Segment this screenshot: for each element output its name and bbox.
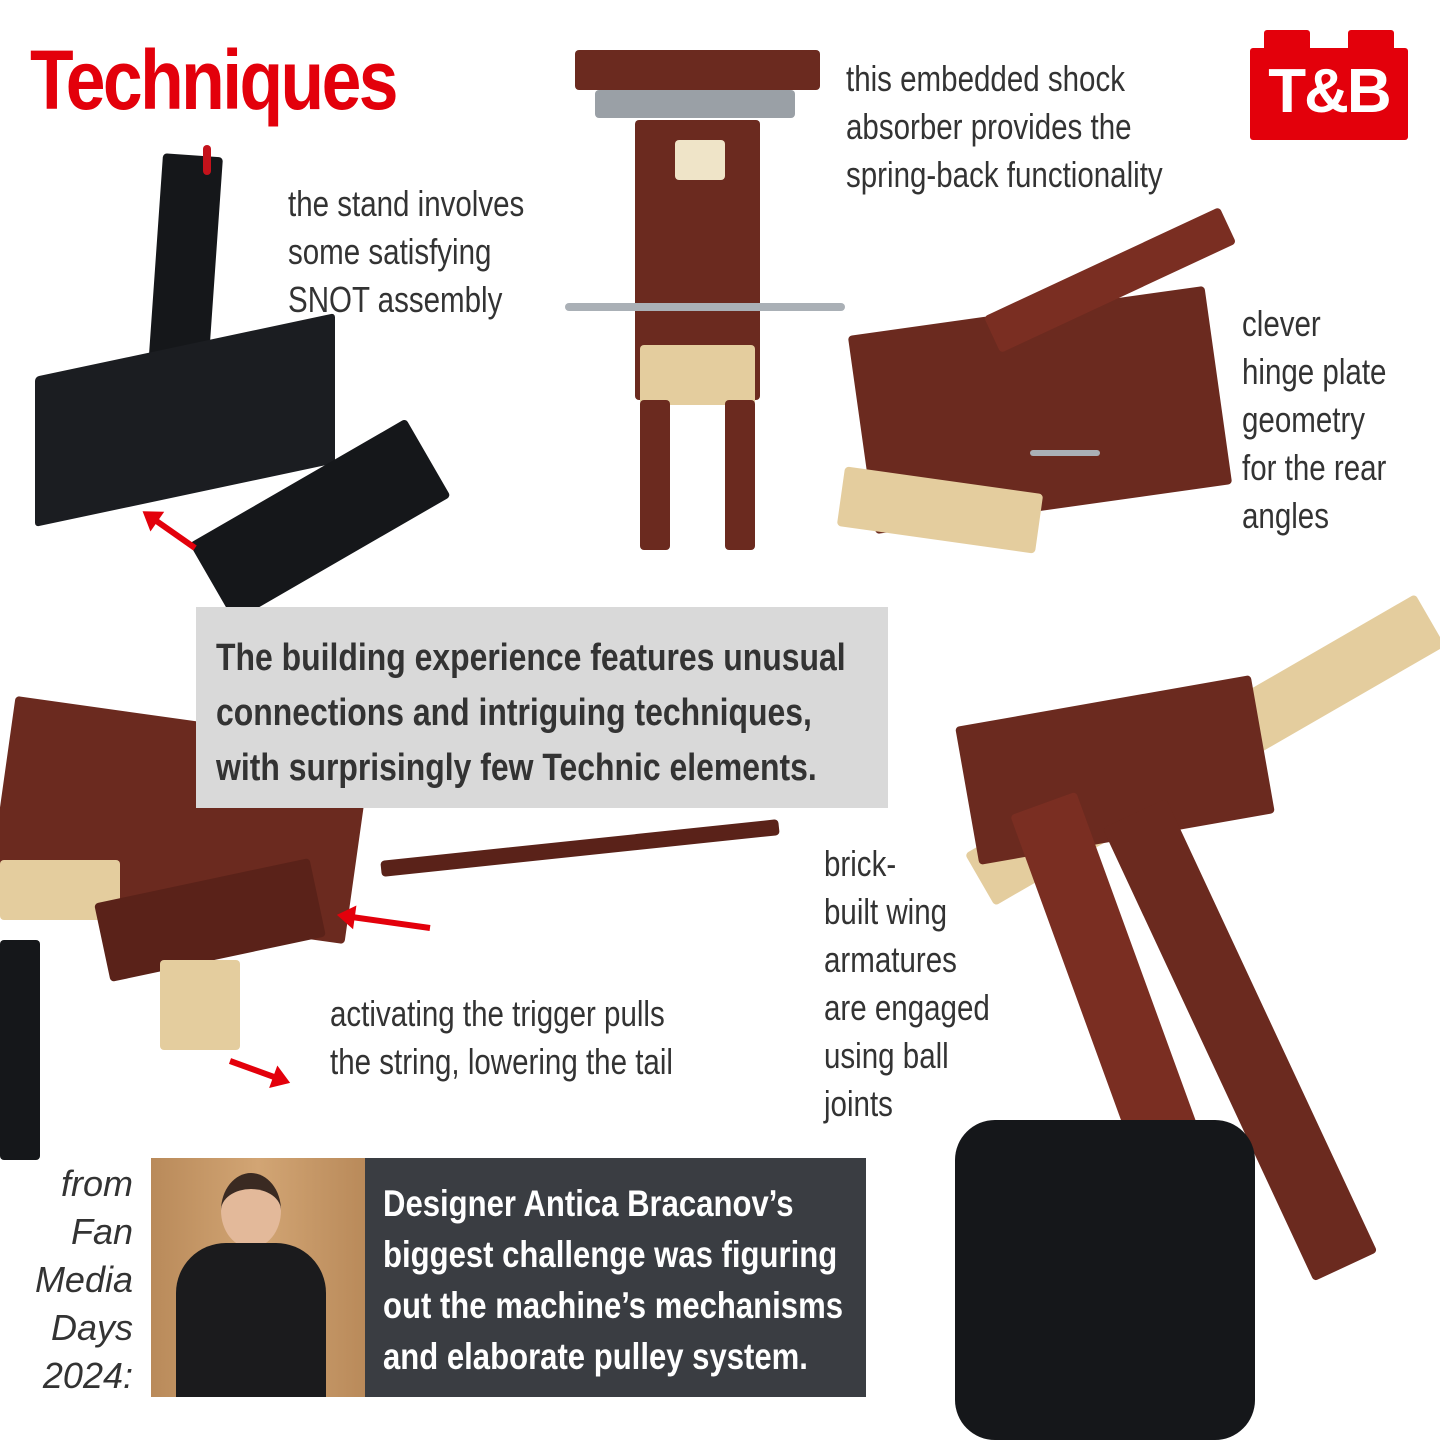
- quote-line: and elaborate pulley system.: [383, 1336, 808, 1377]
- summary-line: connections and intriguing techniques,: [216, 692, 812, 734]
- summary-line: The building experience features unusual: [216, 637, 846, 679]
- stand-caption: the stand involves some satisfying SNOT …: [288, 183, 525, 320]
- shock-caption: this embedded shock absorber provides th…: [846, 58, 1163, 195]
- stand-photo: [35, 145, 451, 622]
- page-title: Techniques: [30, 33, 398, 127]
- quote-line: biggest challenge was figuring: [383, 1234, 838, 1275]
- summary-box: The building experience features unusual…: [196, 607, 888, 808]
- wing-armature-photo: [885, 540, 1440, 1440]
- trigger-caption: activating the trigger pulls the string,…: [330, 993, 673, 1082]
- shock-absorber-photo: [565, 45, 845, 550]
- hinge-photo: [800, 206, 1275, 600]
- quote-line: out the machine’s mechanisms: [383, 1285, 844, 1326]
- tb-logo: T&B: [1250, 30, 1408, 140]
- quote-line: Designer Antica Bracanov’s: [383, 1183, 794, 1224]
- quote-source: from Fan Media Days 2024:: [34, 1163, 133, 1396]
- trigger-mechanism-photo: [0, 680, 790, 1160]
- logo-text: T&B: [1268, 57, 1391, 126]
- wing-caption: brick- built wing armatures are engaged …: [824, 843, 990, 1124]
- quote-box: Designer Antica Bracanov’s biggest chall…: [365, 1158, 866, 1397]
- designer-photo: [151, 1158, 365, 1397]
- summary-line: with surprisingly few Technic elements.: [216, 747, 817, 789]
- hinge-caption: clever hinge plate geometry for the rear…: [1242, 303, 1387, 536]
